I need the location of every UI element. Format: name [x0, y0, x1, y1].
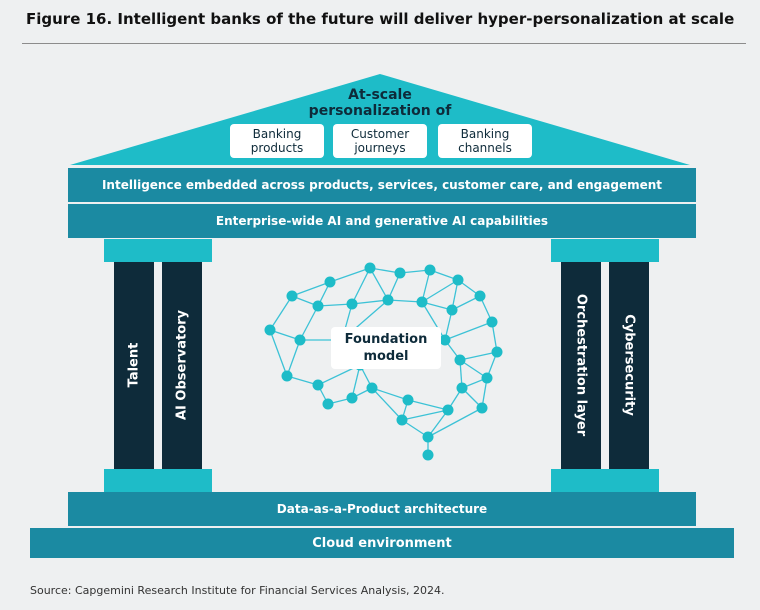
- pillar-label-cybersecurity: Cybersecurity: [621, 314, 637, 416]
- network-node: [402, 394, 414, 406]
- band-data-shape: [68, 492, 696, 526]
- network-edge: [401, 409, 449, 421]
- roof-title: At-scale personalization of: [308, 87, 452, 119]
- right-pillar-cap: [551, 239, 659, 262]
- network-edge: [299, 305, 319, 341]
- network-edge: [291, 281, 331, 297]
- band-data-product: Data-as-a-Product architecture: [276, 502, 488, 516]
- pillar-orchestration: [561, 262, 601, 469]
- pillar-label-ai-observatory: AI Observatory: [174, 309, 190, 421]
- network-node: [486, 316, 498, 328]
- left-pillar-cap: [104, 239, 212, 262]
- right-pillar-base: [551, 469, 659, 492]
- title-divider: [22, 43, 746, 44]
- network-edge: [317, 303, 353, 307]
- network-node: [324, 276, 336, 288]
- band-cloud: Cloud environment: [312, 535, 452, 551]
- band-ai-capabilities: Enterprise-wide AI and generative AI cap…: [215, 214, 549, 228]
- network-node: [442, 404, 454, 416]
- band-intelligence-shape: [68, 168, 696, 202]
- network-node: [446, 304, 458, 316]
- band-cloud-shape: [30, 528, 734, 558]
- network-node: [366, 382, 378, 394]
- network-edge: [286, 339, 301, 377]
- pillar-cybersecurity: [609, 262, 649, 469]
- pillar-label-orchestration: Orchestration layer: [573, 293, 589, 437]
- left-pillar-base: [104, 469, 212, 492]
- network-edge: [421, 301, 446, 341]
- network-node: [382, 294, 394, 306]
- network-node: [312, 379, 324, 391]
- network-edge: [371, 387, 403, 421]
- source-note: Source: Capgemini Research Institute for…: [30, 584, 445, 597]
- band-ai-shape: [68, 204, 696, 238]
- network-edge: [459, 351, 498, 361]
- network-node: [424, 264, 436, 276]
- roof-shape: [70, 74, 690, 165]
- pillar-ai-observatory: [162, 262, 202, 469]
- network-node: [422, 449, 434, 461]
- figure-title: Figure 16. Intelligent banks of the futu…: [26, 10, 735, 28]
- network-node: [452, 274, 464, 286]
- network-node: [364, 262, 376, 274]
- network-node: [312, 300, 324, 312]
- band-intelligence: Intelligence embedded across products, s…: [101, 178, 663, 192]
- network-node: [264, 324, 276, 336]
- network-edge: [387, 299, 423, 303]
- network-node: [294, 334, 306, 346]
- network-edge: [444, 321, 493, 341]
- network-node: [346, 392, 358, 404]
- network-node: [396, 414, 408, 426]
- network-node: [394, 267, 406, 279]
- pillar-talent: [114, 262, 154, 469]
- network-node: [456, 382, 468, 394]
- network-edge: [421, 279, 459, 303]
- pillar-label-talent: Talent: [126, 342, 142, 388]
- network-edge: [269, 295, 293, 331]
- network-edge: [427, 407, 483, 438]
- network-edge: [407, 399, 449, 411]
- network-edge: [329, 267, 371, 283]
- network-node: [322, 398, 334, 410]
- network-edge: [351, 299, 389, 305]
- network-node: [286, 290, 298, 302]
- network-edge: [269, 329, 288, 377]
- network-node: [281, 370, 293, 382]
- network-node: [439, 334, 451, 346]
- network-edge: [351, 364, 361, 399]
- network-node: [454, 354, 466, 366]
- network-node: [346, 298, 358, 310]
- network-edge: [427, 409, 449, 438]
- network-node: [474, 290, 486, 302]
- network-edge: [351, 267, 371, 305]
- network-edge: [371, 387, 409, 401]
- network-node: [491, 346, 503, 358]
- network-edge: [369, 267, 389, 301]
- network-node: [422, 431, 434, 443]
- network-node: [481, 372, 493, 384]
- network-node: [476, 402, 488, 414]
- network-node: [416, 296, 428, 308]
